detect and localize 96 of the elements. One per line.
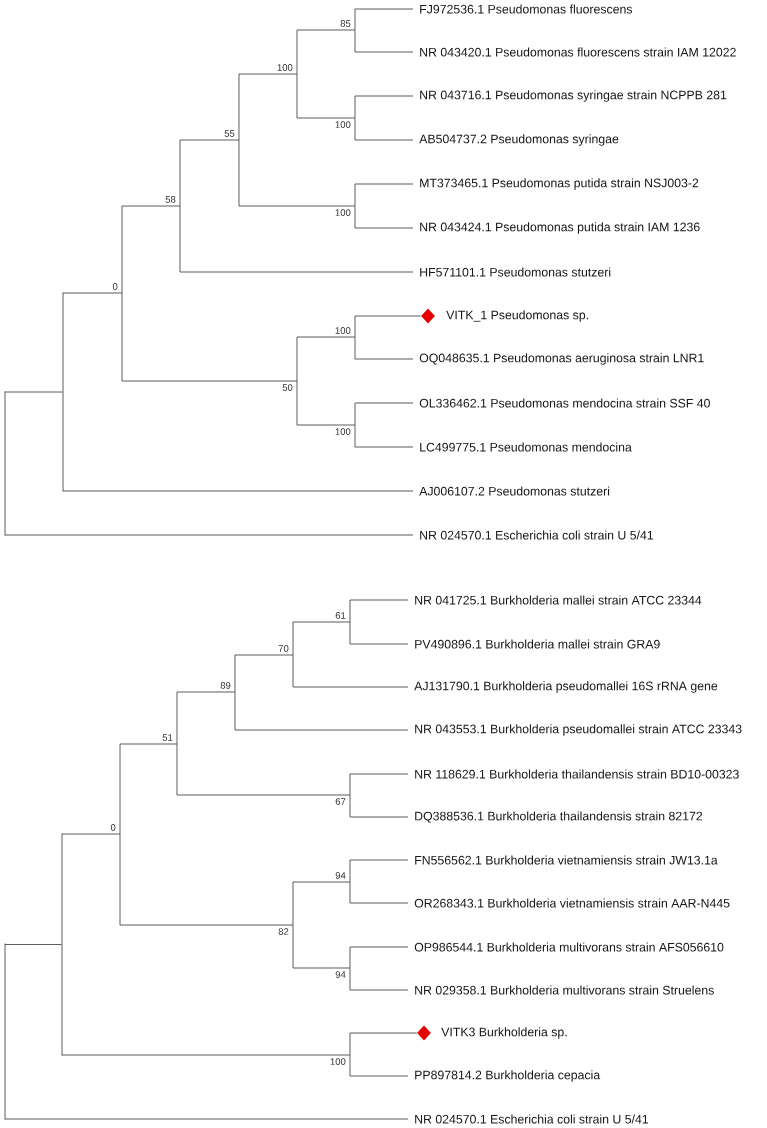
branch-line xyxy=(296,73,356,119)
taxon-label: VITK3 Burkholderia sp. xyxy=(441,1027,567,1039)
branch-line xyxy=(296,29,356,75)
branch-line xyxy=(349,946,409,969)
branch-line xyxy=(176,743,351,796)
branch-line xyxy=(354,336,414,360)
bootstrap-value: 89 xyxy=(220,682,231,689)
taxon-label: OL336462.1 Pseudomonas mendocina strain SSF 40 xyxy=(419,398,710,408)
branch-line xyxy=(61,1054,351,1056)
branch-line xyxy=(349,599,409,623)
branch-line xyxy=(238,139,356,207)
branch-line xyxy=(349,1054,409,1077)
branch-line xyxy=(4,391,63,393)
branch-line xyxy=(349,773,409,796)
branch-line xyxy=(349,1032,418,1056)
taxon-label: LC499775.1 Pseudomonas mendocina xyxy=(420,442,632,452)
branch-line xyxy=(354,402,414,426)
branch-line xyxy=(121,292,298,382)
taxon-label: DQ388536.1 Burkholderia thailandensis strain 82172 xyxy=(415,811,703,823)
taxon-label: HF571101.1 Pseudomonas stutzeri xyxy=(420,267,611,277)
branch-line xyxy=(354,29,414,53)
taxon-label: NR 043553.1 Burkholderia pseudomallei strain ATCC 23343 xyxy=(415,724,742,736)
taxon-label: OQ048635.1 Pseudomonas aeruginosa strain LNR1 xyxy=(419,353,704,365)
branch-line xyxy=(354,205,414,229)
taxon-label: NR 043424.1 Pseudomonas putida strain IAM 1236 xyxy=(420,222,700,234)
taxon-label: NR 029358.1 Burkholderia multivorans strain Struelens xyxy=(415,985,714,995)
branch-line xyxy=(349,621,409,645)
bootstrap-value: 100 xyxy=(335,327,351,334)
taxon-label: AJ131790.1 Burkholderia pseudomallei 16S rRNA gene xyxy=(414,681,718,693)
bootstrap-value: 100 xyxy=(330,1058,346,1065)
taxon-label: NR 024570.1 Escherichia coli strain U 5/41 xyxy=(415,1114,649,1124)
bootstrap-value: 58 xyxy=(165,196,176,203)
bootstrap-value: 94 xyxy=(335,872,346,879)
branch-line xyxy=(179,139,240,207)
taxon-label: AJ006107.2 Pseudomonas stutzeri xyxy=(419,486,610,496)
bootstrap-value: 61 xyxy=(335,612,346,619)
bootstrap-value: 100 xyxy=(335,121,351,128)
branch-line xyxy=(354,8,414,31)
branch-line xyxy=(4,1118,409,1120)
branch-line xyxy=(179,205,414,273)
branch-line xyxy=(349,881,409,904)
bootstrap-value: 100 xyxy=(277,64,293,71)
bootstrap-value: 0 xyxy=(112,283,118,290)
bootstrap-value: 67 xyxy=(335,798,346,805)
taxon-label: NR 043716.1 Pseudomonas syringae strain NCPPB 281 xyxy=(420,90,727,102)
bootstrap-value: 94 xyxy=(335,971,346,978)
branch-line xyxy=(354,95,414,119)
taxon-label: NR 118629.1 Burkholderia thailandensis strain BD10-00323 xyxy=(415,769,739,779)
branch-line xyxy=(292,924,351,969)
branch-line xyxy=(292,621,351,656)
taxon-label: AB504737.2 Pseudomonas syringae xyxy=(419,134,619,146)
taxon-label: PV490896.1 Burkholderia mallei strain GRA9 xyxy=(415,639,660,649)
branch-line xyxy=(119,743,178,835)
taxon-label: FN556562.1 Burkholderia vietnamiensis strain JW13.1a xyxy=(415,855,718,865)
branch-line xyxy=(62,490,414,492)
branch-line xyxy=(4,534,414,536)
branch-line xyxy=(349,794,409,818)
taxon-label: VITK_1 Pseudomonas sp. xyxy=(446,310,588,322)
diamond-marker xyxy=(417,1025,431,1041)
bootstrap-value: 51 xyxy=(162,734,173,741)
bootstrap-value: 55 xyxy=(224,130,235,137)
diamond-marker xyxy=(421,308,435,324)
bootstrap-value: 82 xyxy=(278,928,289,935)
branch-line xyxy=(4,944,62,945)
branch-line xyxy=(234,654,294,693)
bootstrap-value: 100 xyxy=(335,209,351,216)
branch-line xyxy=(354,315,422,338)
bootstrap-value: 0 xyxy=(110,824,116,831)
taxon-label: PP897814.2 Burkholderia cepacia xyxy=(415,1070,601,1082)
branch-line xyxy=(296,380,356,426)
branch-line xyxy=(234,691,409,731)
branch-line xyxy=(349,967,409,991)
branch-line xyxy=(61,833,121,835)
branch-line xyxy=(354,117,414,141)
branch-line xyxy=(354,424,414,448)
bootstrap-value: 70 xyxy=(278,645,289,652)
branch-line xyxy=(292,881,351,926)
branch-line xyxy=(238,73,298,141)
bootstrap-value: 100 xyxy=(335,428,351,435)
branch-line xyxy=(176,691,236,745)
taxon-label: FJ972536.1 Pseudomonas fluorescens xyxy=(420,4,633,14)
taxon-label: OP986544.1 Burkholderia multivorans strain AFS056610 xyxy=(414,942,724,952)
bootstrap-value: 50 xyxy=(282,384,293,391)
branch-line xyxy=(119,833,294,926)
branch-line xyxy=(349,859,409,883)
taxon-label: NR 043420.1 Pseudomonas fluorescens strain IAM 12022 xyxy=(420,47,736,57)
branch-line xyxy=(62,292,123,294)
taxon-label: OR268343.1 Burkholderia vietnamiensis strain AAR-N445 xyxy=(414,898,730,908)
taxon-label: NR 041725.1 Burkholderia mallei strain ATCC 23344 xyxy=(415,595,702,605)
taxon-label: MT373465.1 Pseudomonas putida strain NSJ003-2 xyxy=(420,178,699,190)
branch-line xyxy=(292,654,409,688)
taxon-label: NR 024570.1 Escherichia coli strain U 5/41 xyxy=(420,530,654,540)
branch-line xyxy=(296,336,356,382)
bootstrap-value: 85 xyxy=(340,20,351,27)
branch-line xyxy=(121,205,181,294)
branch-line xyxy=(354,183,414,207)
